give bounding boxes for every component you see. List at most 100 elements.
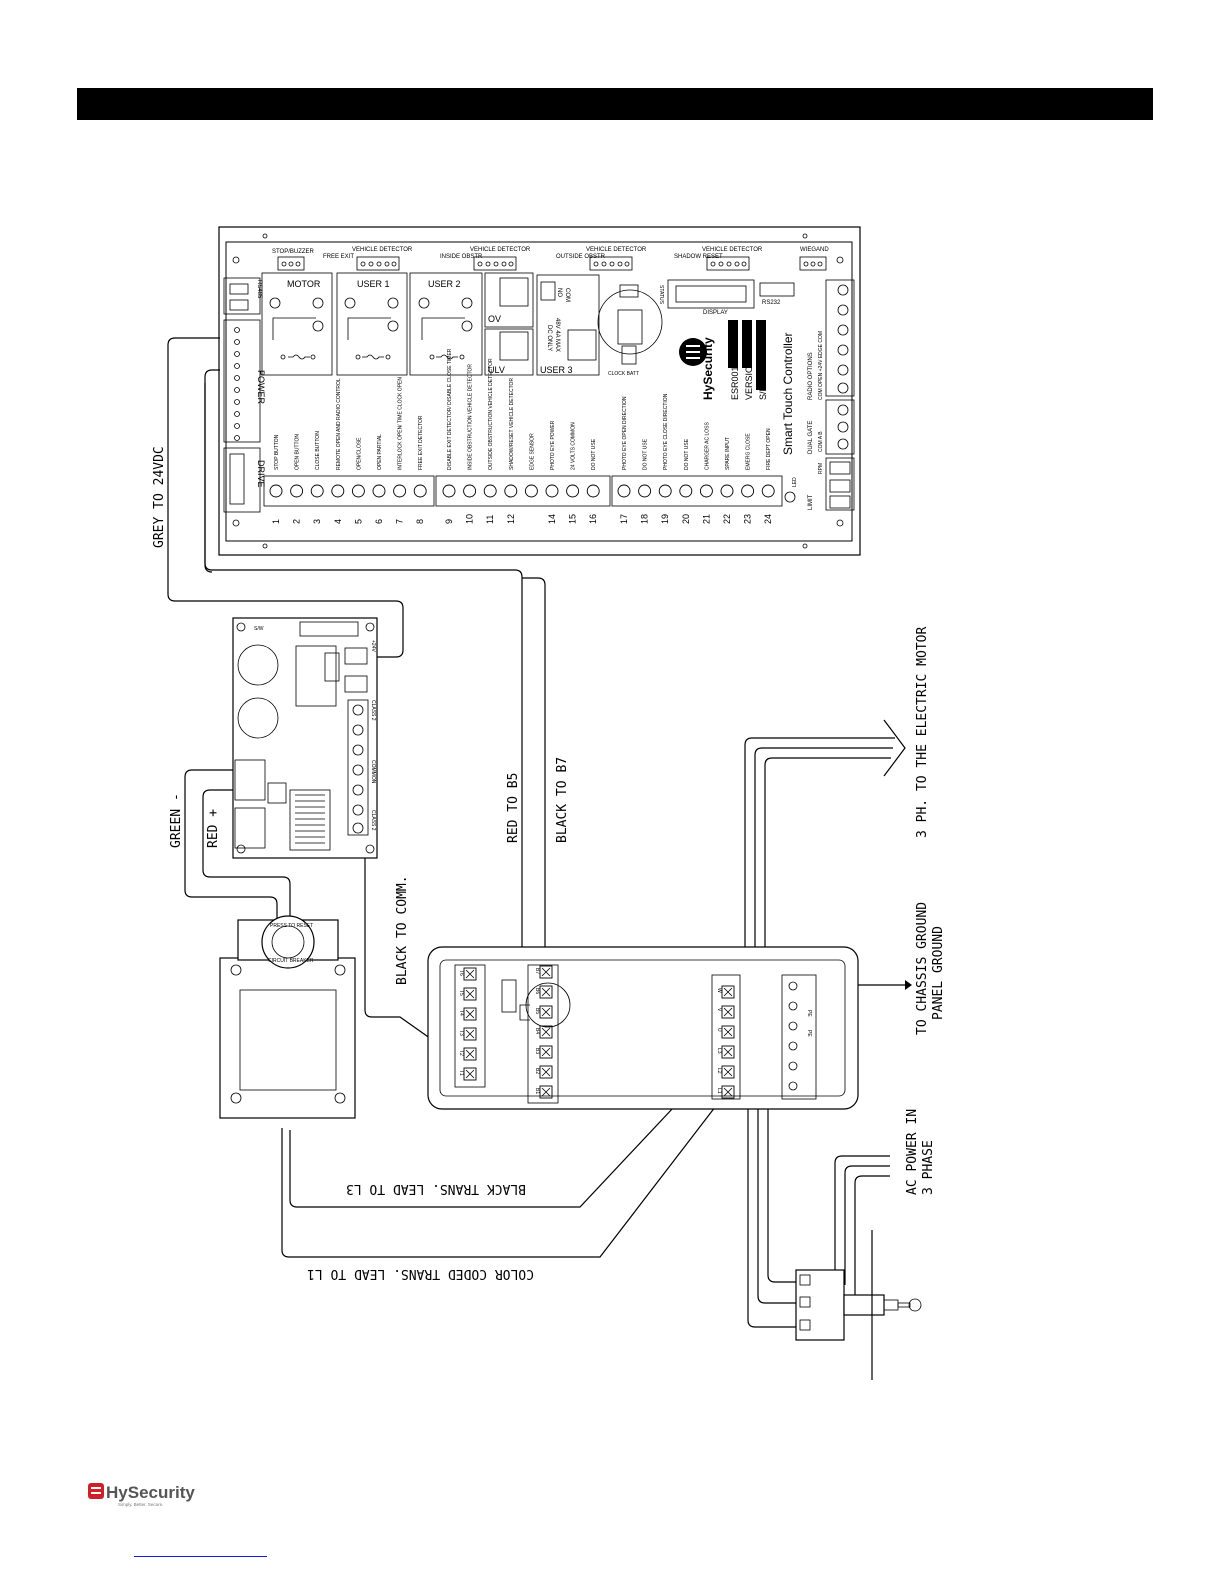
vfd-terminal-label: B7 xyxy=(534,968,540,974)
terminal-screw-icon xyxy=(586,484,600,498)
terminal-number: 18 xyxy=(640,514,650,524)
terminal-number: 24 xyxy=(763,514,773,524)
vfd-terminal-screw-icon xyxy=(721,1025,735,1039)
label-inside-obstr: INSIDE OBSTR xyxy=(440,254,483,260)
board-version: VERSION xyxy=(744,359,754,400)
terminal-label: REMOTE OPEN AND RADIO CONTROL xyxy=(336,378,342,470)
label-user3: USER 3 xyxy=(540,365,573,375)
terminal-number: 11 xyxy=(485,515,495,524)
terminal-label: CLOSE BUTTON xyxy=(315,431,321,470)
terminal-label: CHARGER AC LOSS xyxy=(704,422,710,470)
wire-red-plus: RED + xyxy=(206,809,221,848)
terminal-number: 20 xyxy=(681,514,691,524)
wire-color-l1: COLOR CODED TRANS. LEAD TO L1 xyxy=(307,1266,534,1281)
board-part: ESR0017 xyxy=(730,361,740,400)
wire-grey-24vdc: GREY TO 24VDC xyxy=(152,446,167,548)
vfd-terminal-screw-icon xyxy=(721,1045,735,1059)
breaker-label: PRESS TO RESET xyxy=(270,923,313,929)
terminal-screw-icon xyxy=(566,484,580,498)
label-dc-rating: 48V 4A MAX xyxy=(554,318,560,352)
wire-3-phase: 3 PHASE xyxy=(921,1140,936,1195)
vfd-terminal-label: L1 xyxy=(716,1088,722,1094)
label-no: NO xyxy=(556,288,562,297)
label-status: STATUS xyxy=(658,285,664,305)
vfd-terminal-screw-icon xyxy=(463,967,477,981)
terminal-screw-icon xyxy=(699,484,713,498)
label-clock-batt: CLOCK BATT xyxy=(608,371,639,377)
vfd-terminal-screw-icon xyxy=(463,1047,477,1061)
relay-user1: USER 1 xyxy=(357,279,390,289)
vfd-terminal-screw-icon xyxy=(539,1065,553,1079)
terminal-number: 2 xyxy=(292,519,302,524)
terminal-label: EMERG CLOSE xyxy=(746,433,752,470)
footer-link-underline[interactable] xyxy=(134,1556,267,1557)
vfd-terminal-screw-icon xyxy=(463,987,477,1001)
terminal-number: 7 xyxy=(395,519,405,524)
vfd-terminal-label: L3 xyxy=(716,1048,722,1054)
terminal-label: DISABLE EXIT DETECTOR/ DISABLE CLOSE TIM… xyxy=(447,348,453,470)
vfd-terminal-screw-icon xyxy=(721,1065,735,1079)
label-rs232: RS232 xyxy=(762,300,781,306)
terminal-label: PHOTO EYE OPEN DIRECTION xyxy=(622,396,628,470)
terminal-number: 10 xyxy=(465,514,475,524)
terminal-label: PHOTO EYE POWER xyxy=(550,420,556,470)
terminal-number: 3 xyxy=(312,519,322,524)
terminal-number: 16 xyxy=(588,514,598,524)
terminal-label: OUTSIDE OBSTRUCTION VEHICLE DETECTOR xyxy=(488,358,494,470)
terminal-label: EDGE SENSOR xyxy=(529,433,535,470)
vfd-terminal-label: T1 xyxy=(458,1070,464,1076)
wire-ac-power: AC POWER IN xyxy=(905,1109,920,1195)
terminal-screw-icon xyxy=(545,484,559,498)
vfd-terminal-label: V xyxy=(716,1008,722,1012)
label-outside-obstr: OUTSIDE OBSTR xyxy=(556,254,606,260)
vfd-terminal-label: B5 xyxy=(534,1008,540,1014)
logo-mark-icon xyxy=(88,1483,104,1499)
label-vehicle-detector-1: VEHICLE DETECTOR xyxy=(352,247,413,253)
label-shadow-reset: SHADOW RESET xyxy=(674,254,723,260)
board-sn: S/N xyxy=(758,385,768,400)
wire-green-minus: GREEN - xyxy=(169,793,184,848)
vfd-terminal-screw-icon xyxy=(539,1045,553,1059)
terminal-screw-icon xyxy=(720,484,734,498)
terminal-number: 17 xyxy=(619,514,629,524)
terminal-label: FREE EXIT DETECTOR xyxy=(418,415,424,470)
terminal-label: DO NOT USE xyxy=(684,438,690,470)
label-free-exit: FREE EXIT xyxy=(323,254,354,260)
label-rpm: RPM xyxy=(818,463,824,474)
terminal-screw-icon xyxy=(331,484,345,498)
terminal-number: 6 xyxy=(374,519,384,524)
terminal-screw-icon xyxy=(351,484,365,498)
terminal-label: 24 VOLTS COMMON xyxy=(571,422,577,470)
vfd-terminal-label: B1 xyxy=(534,1088,540,1094)
terminal-label: SPARE INPUT xyxy=(725,437,731,470)
wire-chassis-ground: TO CHASSIS GROUND xyxy=(915,902,930,1035)
terminal-screw-icon xyxy=(617,484,631,498)
label-led: LED xyxy=(792,477,798,487)
label-dc-only: DC ONLY xyxy=(546,325,552,351)
wire-black-comm: BLACK TO COMM. xyxy=(395,875,410,985)
relay-block: MOTOR USER 1 USER 2 xyxy=(261,272,483,376)
label-limit: LIMIT xyxy=(808,494,814,510)
terminal-number: 21 xyxy=(701,514,711,524)
board-logo-icon xyxy=(679,338,707,366)
pe-label-1: PE xyxy=(806,1010,812,1017)
vfd-terminal-screw-icon xyxy=(721,1085,735,1099)
terminal-screw-icon xyxy=(269,484,283,498)
terminal-label: PHOTO EYE CLOSE DIRECTION xyxy=(663,393,669,470)
vfd-terminal-screw-icon xyxy=(539,965,553,979)
terminal-screw-icon xyxy=(310,484,324,498)
label-dual-gate: DUAL GATE xyxy=(808,421,814,454)
terminal-label: OPEN PARTIAL xyxy=(377,434,383,470)
ps-label-sw: S/W xyxy=(254,626,264,632)
terminal-screw-icon xyxy=(741,484,755,498)
vfd-terminal-label: T3 xyxy=(458,1030,464,1036)
label-display: DISPLAY xyxy=(703,310,728,316)
terminal-number: 1 xyxy=(271,519,281,524)
vfd-terminal-label: T2 xyxy=(458,1050,464,1056)
terminal-screw-icon xyxy=(483,484,497,498)
terminal-screw-icon xyxy=(372,484,386,498)
label-wiegand: WIEGAND xyxy=(800,247,829,253)
relay-motor: MOTOR xyxy=(287,279,321,289)
terminal-label: STOP BUTTON xyxy=(274,434,280,470)
